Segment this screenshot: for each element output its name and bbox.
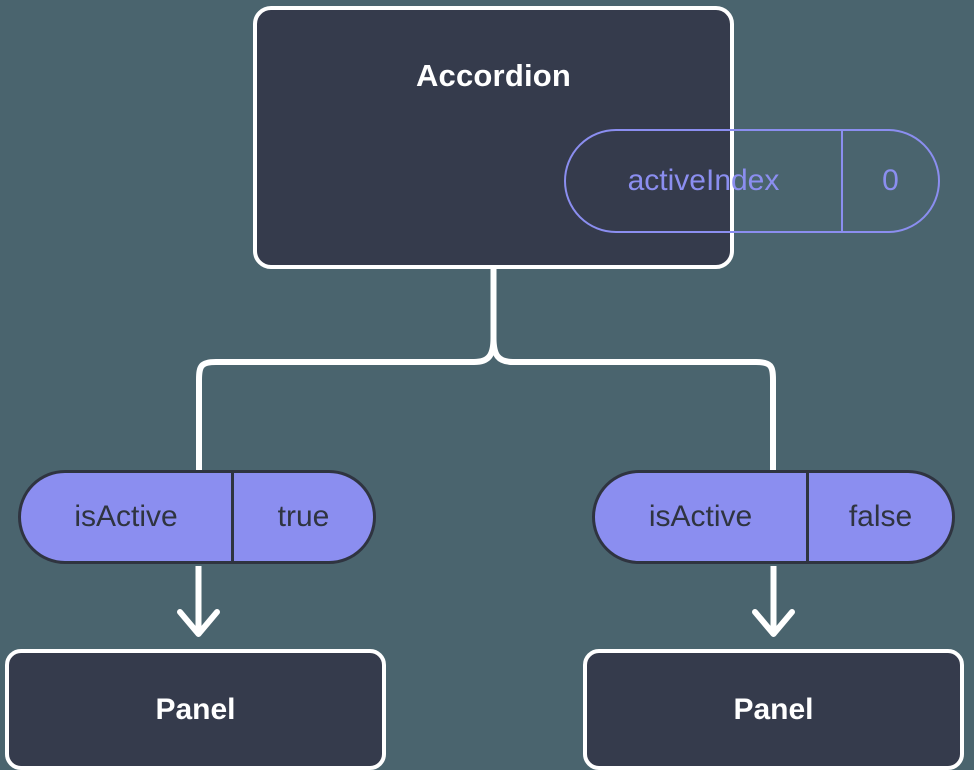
prop-pill-isactive-true[interactable]: isActive true (18, 470, 376, 564)
accordion-component-title: Accordion (415, 58, 572, 93)
branching-brace (196, 335, 497, 473)
panel-card-left-label: Panel (155, 692, 236, 726)
state-pill-value: 0 (882, 164, 899, 197)
prop-pill-right-key: isActive (595, 473, 809, 561)
arrow-down-to-right-panel-head (752, 609, 795, 637)
panel-card-right[interactable]: Panel (583, 649, 964, 770)
prop-pill-left-value: true (277, 500, 330, 533)
state-pill-activeindex[interactable]: activeIndex 0 (564, 129, 940, 233)
prop-pill-right-value: false (848, 500, 913, 533)
prop-pill-left-key: isActive (21, 473, 234, 561)
panel-card-left[interactable]: Panel (5, 649, 386, 770)
arrow-down-to-left-panel-head (177, 609, 220, 637)
accordion-component-card[interactable]: Accordion activeIndex 0 (253, 6, 940, 269)
panel-card-right-label: Panel (733, 692, 814, 726)
branching-brace-right (490, 335, 776, 473)
prop-pill-isactive-false[interactable]: isActive false (592, 470, 955, 564)
state-pill-key: activeIndex (566, 131, 843, 231)
